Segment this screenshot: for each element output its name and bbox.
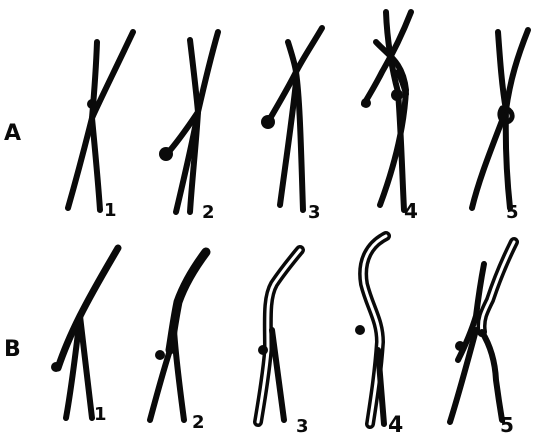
panel-number-b2: 2	[192, 412, 205, 433]
panel-b3: 3	[258, 250, 309, 437]
panel-b4: 4	[355, 236, 403, 438]
panel-a2: 2	[159, 32, 218, 223]
panel-number-a2: 2	[202, 202, 215, 223]
panel-number-a5: 5	[506, 202, 519, 223]
panel-a4: 4	[361, 12, 418, 223]
panel-number-a4: 4	[404, 199, 418, 223]
panel-number-a1: 1	[104, 200, 117, 221]
row-label-a: A	[4, 121, 21, 146]
panel-a1: 1	[68, 32, 133, 221]
panel-number-b1: 1	[94, 404, 107, 425]
panel-number-b3: 3	[296, 416, 309, 437]
panel-a5: 5	[472, 30, 528, 223]
panel-b2: 2	[150, 252, 206, 433]
panel-number-a3: 3	[308, 202, 321, 223]
panel-b5: 5	[450, 242, 514, 437]
row-label-b: B	[4, 337, 21, 362]
panel-number-b5: 5	[500, 413, 514, 437]
panel-number-b4: 4	[388, 413, 403, 438]
panel-b1: 1	[51, 248, 118, 425]
panel-a3: 3	[261, 28, 322, 223]
